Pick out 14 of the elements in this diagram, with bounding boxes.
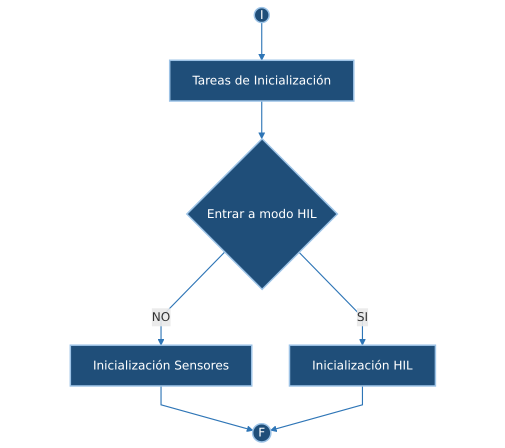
node-box: Inicialización Sensores <box>69 344 252 387</box>
edge-label: NO <box>151 310 170 324</box>
node-circle: I <box>253 6 270 24</box>
node-diamond: Entrar a modo HIL <box>185 138 338 290</box>
arrow <box>258 101 265 140</box>
node-circle: F <box>251 422 272 443</box>
edge-label: SI <box>356 310 368 324</box>
node-box: Tareas de Inicialización <box>168 60 354 102</box>
arrow <box>160 386 253 432</box>
arrow <box>270 386 363 432</box>
node-box: Inicialización HIL <box>288 344 436 387</box>
arrow <box>298 252 366 346</box>
arrow <box>157 252 225 346</box>
arrow <box>258 22 265 61</box>
